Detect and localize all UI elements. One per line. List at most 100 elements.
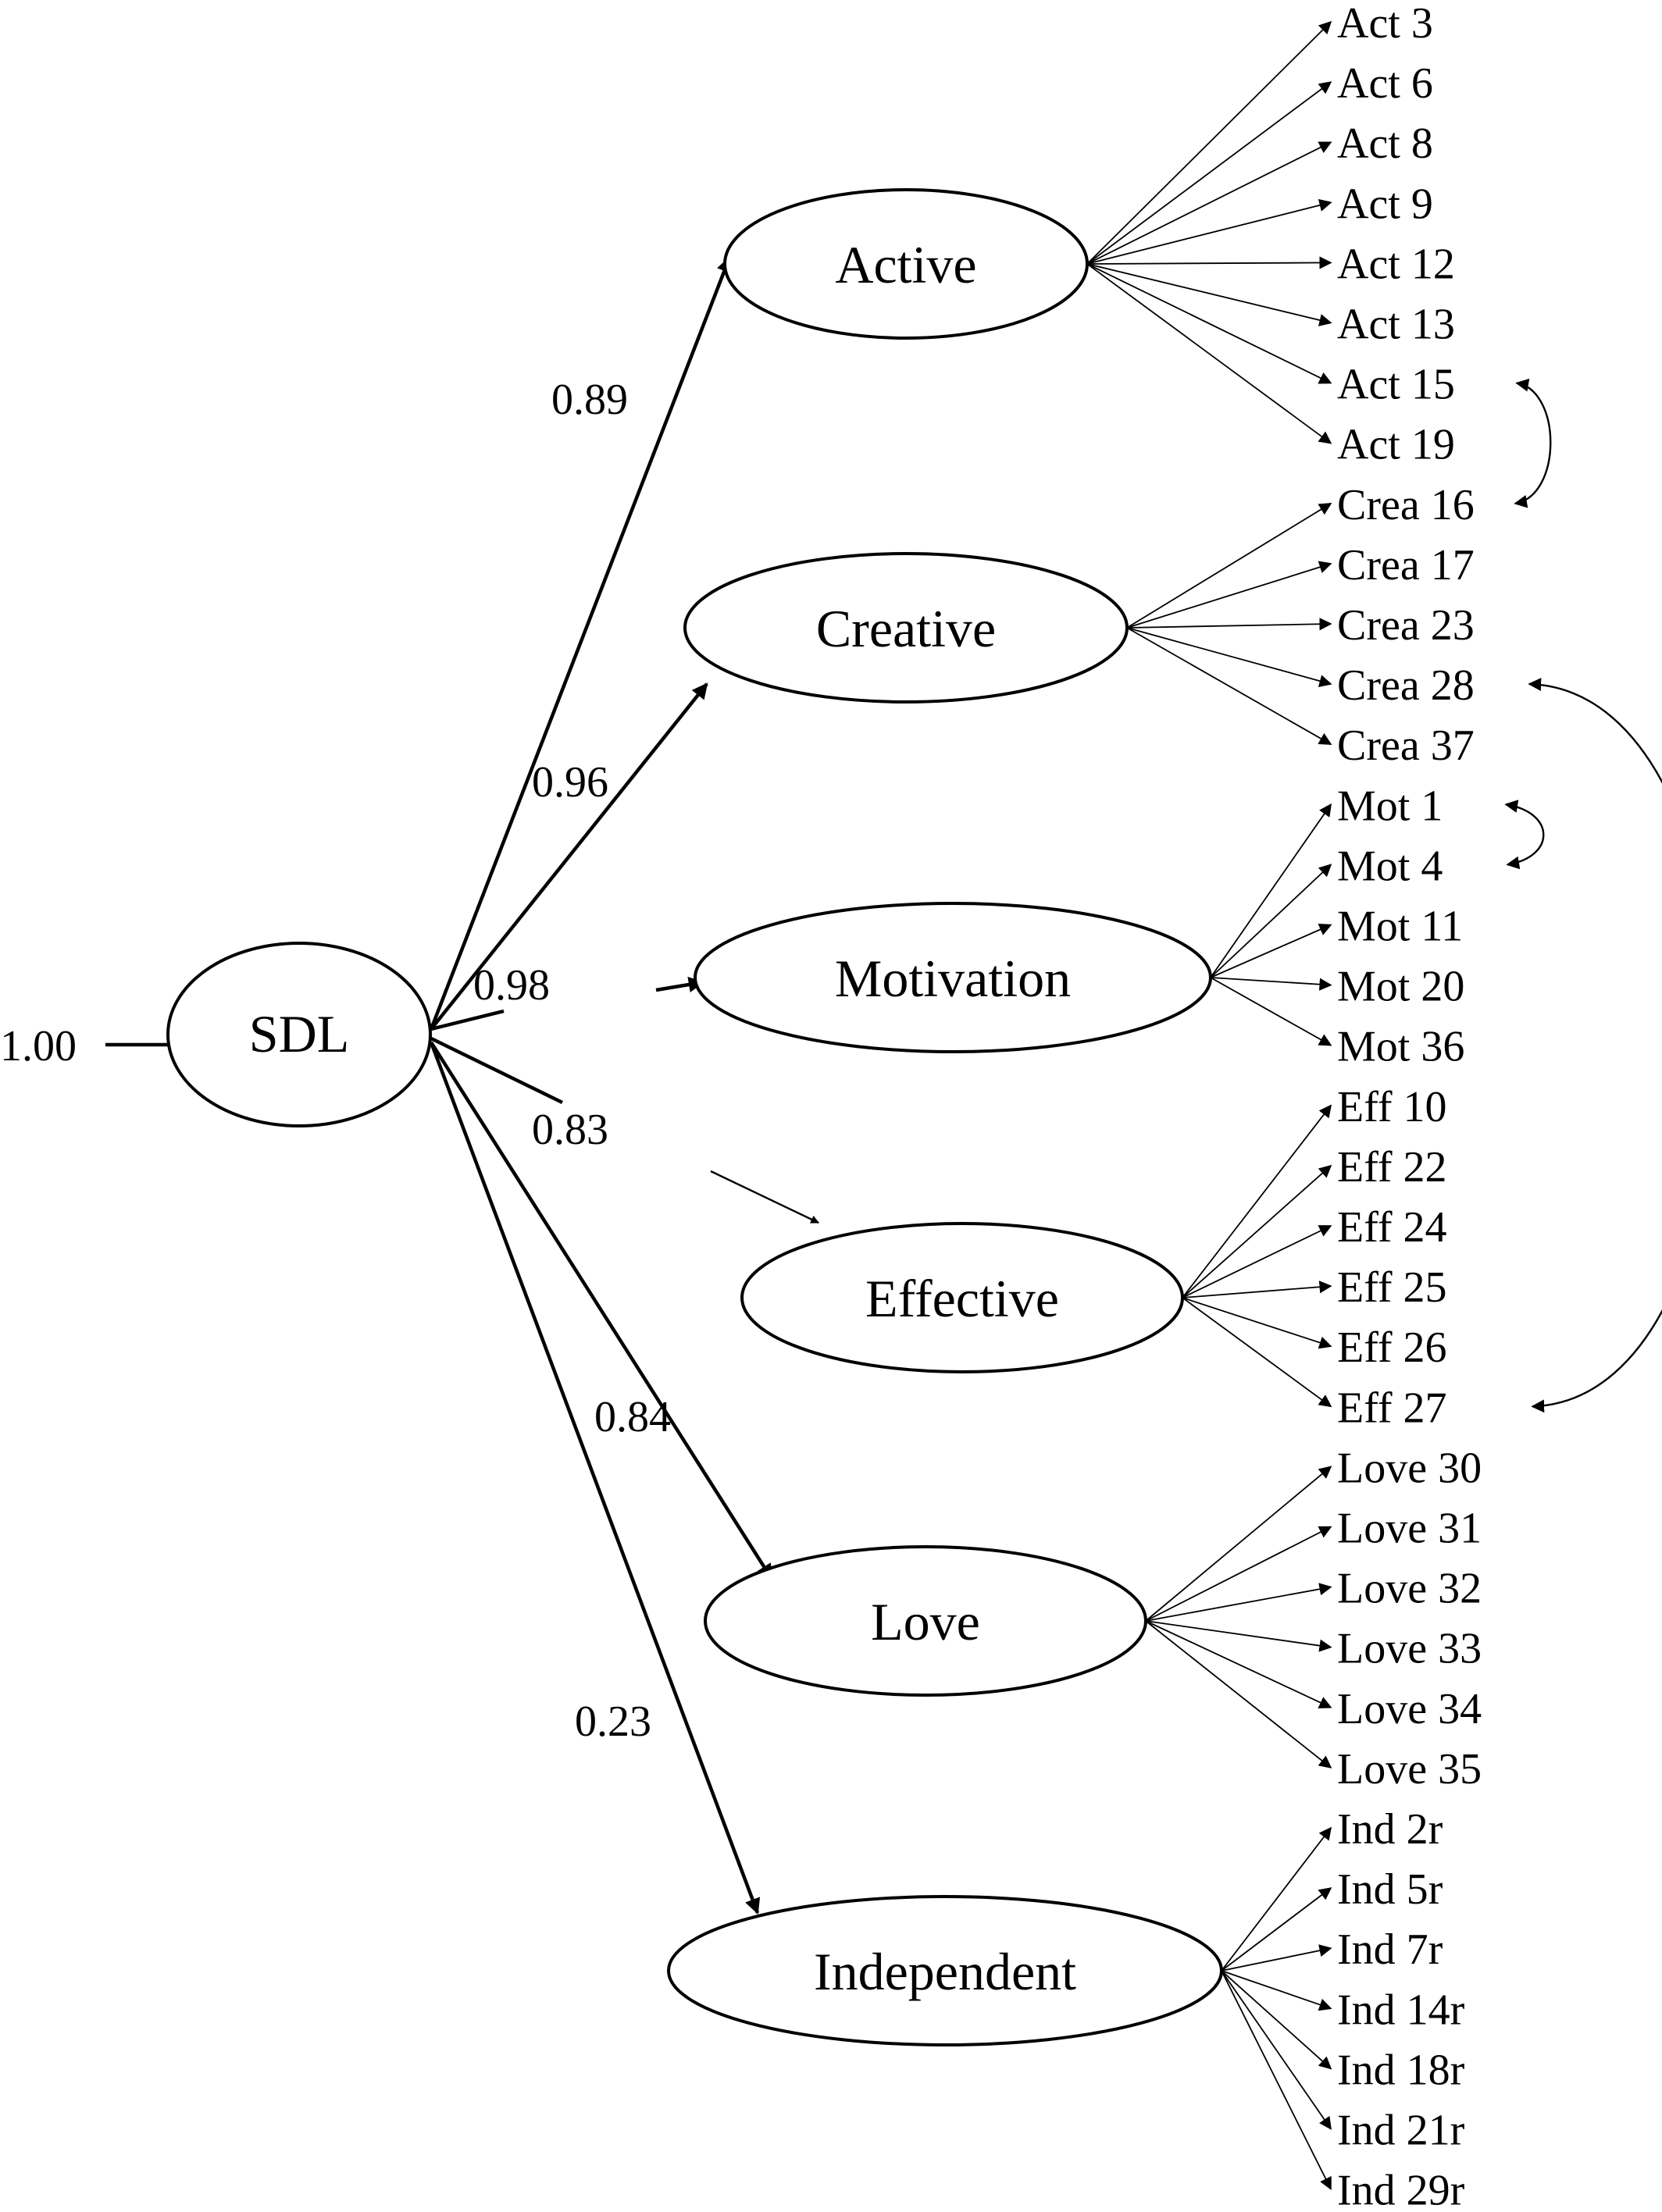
item-arrow-ind-21r xyxy=(1221,1970,1332,2130)
item-label-act-6: Act 6 xyxy=(1337,59,1433,108)
item-arrow-mot-11 xyxy=(1210,923,1332,978)
item-arrow-mot-4 xyxy=(1210,864,1332,978)
latent-variables xyxy=(166,188,1223,2046)
item-label-ind-5r: Ind 5r xyxy=(1337,1865,1443,1914)
factor-label-motivation: Motivation xyxy=(835,949,1071,1008)
loading-label-creative: 0.96 xyxy=(532,758,608,807)
loading-label-motivation: 0.98 xyxy=(473,961,550,1010)
item-label-act-15: Act 15 xyxy=(1337,361,1455,409)
item-label-love-33: Love 33 xyxy=(1337,1625,1482,1673)
factor-ellipse-independent xyxy=(667,1895,1223,2046)
item-label-love-32: Love 32 xyxy=(1337,1565,1482,1613)
item-label-mot-1: Mot 1 xyxy=(1337,782,1443,830)
item-arrow-love-31 xyxy=(1145,1526,1332,1622)
item-label-eff-22: Eff 22 xyxy=(1337,1143,1447,1191)
item-label-eff-24: Eff 24 xyxy=(1337,1203,1447,1252)
item-label-act-9: Act 9 xyxy=(1337,180,1433,228)
item-label-love-30: Love 30 xyxy=(1337,1444,1482,1492)
item-label-eff-10: Eff 10 xyxy=(1337,1083,1447,1131)
loading-label-independent: 0.23 xyxy=(575,1697,651,1746)
item-arrow-act-19 xyxy=(1086,263,1332,444)
root-latent-ellipse xyxy=(166,942,432,1127)
item-label-love-31: Love 31 xyxy=(1337,1505,1482,1553)
factor-label-effective: Effective xyxy=(865,1269,1059,1328)
loading-label-effective: 0.83 xyxy=(532,1106,608,1154)
item-label-mot-36: Mot 36 xyxy=(1337,1023,1464,1071)
item-label-crea-16: Crea 16 xyxy=(1337,481,1475,529)
item-arrow-act-15 xyxy=(1086,263,1332,384)
item-label-crea-23: Crea 23 xyxy=(1337,601,1475,650)
item-label-ind-7r: Ind 7r xyxy=(1337,1925,1443,1974)
loading-label-active: 0.89 xyxy=(551,376,628,424)
item-arrow-act-13 xyxy=(1086,263,1332,326)
loading-arrow-love xyxy=(430,1041,773,1580)
item-label-crea-28: Crea 28 xyxy=(1337,661,1475,710)
path-lines xyxy=(105,20,1662,2191)
covariance-act-15-crea-16 xyxy=(1514,378,1552,508)
item-label-ind-29r: Ind 29r xyxy=(1337,2167,1465,2212)
item-label-crea-37: Crea 37 xyxy=(1337,721,1475,770)
item-arrow-eff-24 xyxy=(1182,1225,1332,1298)
item-arrow-love-30 xyxy=(1145,1466,1332,1622)
factor-label-creative: Creative xyxy=(816,599,996,658)
item-arrow-crea-17 xyxy=(1126,561,1332,629)
item-label-eff-25: Eff 25 xyxy=(1337,1263,1447,1312)
item-arrow-act-12 xyxy=(1086,256,1332,269)
factor-ellipse-love xyxy=(704,1545,1147,1697)
covariance-mot-1-mot-4 xyxy=(1504,800,1545,870)
item-arrow-eff-22 xyxy=(1182,1164,1332,1298)
item-arrow-eff-10 xyxy=(1182,1104,1332,1298)
item-arrow-ind-14r xyxy=(1221,1970,1332,2011)
item-arrow-ind-5r xyxy=(1221,1887,1332,1972)
item-label-eff-27: Eff 27 xyxy=(1337,1384,1447,1432)
item-label-act-19: Act 19 xyxy=(1337,421,1455,469)
item-arrow-mot-20 xyxy=(1210,977,1332,991)
item-arrow-crea-16 xyxy=(1126,502,1332,629)
item-label-act-13: Act 13 xyxy=(1337,301,1455,349)
factor-label-active: Active xyxy=(835,235,976,294)
item-arrow-love-35 xyxy=(1145,1620,1332,1769)
factor-ellipse-active xyxy=(723,188,1089,340)
item-label-mot-20: Mot 20 xyxy=(1337,963,1464,1011)
factor-label-love: Love xyxy=(871,1592,980,1651)
loading-arrow-effective xyxy=(710,1170,819,1224)
item-label-mot-4: Mot 4 xyxy=(1337,842,1443,890)
item-label-love-35: Love 35 xyxy=(1337,1745,1482,1793)
factor-label-independent: Independent xyxy=(814,1942,1076,2001)
loading-label-love: 0.84 xyxy=(594,1393,671,1441)
loading-arrow-independent xyxy=(429,1042,761,1915)
item-arrow-crea-37 xyxy=(1126,627,1332,746)
loading-line-motivation-stub xyxy=(430,1009,505,1031)
item-arrow-crea-28 xyxy=(1126,627,1332,688)
root-latent-label: SDL xyxy=(249,1004,349,1063)
item-label-mot-11: Mot 11 xyxy=(1337,903,1463,951)
factor-ellipse-effective xyxy=(740,1222,1184,1373)
item-label-act-3: Act 3 xyxy=(1337,0,1433,48)
item-arrow-act-9 xyxy=(1086,199,1332,265)
root-variance-label: 1.00 xyxy=(0,1022,77,1070)
item-label-ind-21r: Ind 21r xyxy=(1337,2107,1465,2155)
loading-line-effective-stub xyxy=(430,1036,563,1105)
item-arrow-love-34 xyxy=(1145,1620,1332,1708)
item-arrow-act-6 xyxy=(1086,81,1332,265)
item-arrow-ind-7r xyxy=(1221,1944,1332,1972)
item-arrow-mot-36 xyxy=(1210,977,1332,1046)
factor-ellipse-motivation xyxy=(694,902,1212,1053)
factor-ellipse-creative xyxy=(683,552,1129,703)
item-arrow-love-33 xyxy=(1145,1620,1332,1652)
item-arrow-eff-26 xyxy=(1182,1297,1332,1349)
loading-arrow-creative xyxy=(430,682,708,1031)
item-arrow-eff-25 xyxy=(1182,1281,1332,1298)
item-label-ind-18r: Ind 18r xyxy=(1337,2046,1465,2094)
item-label-crea-17: Crea 17 xyxy=(1337,541,1475,590)
item-arrow-act-8 xyxy=(1086,141,1332,265)
covariance-crea-28-eff-27 xyxy=(1528,678,1662,1413)
item-arrow-eff-27 xyxy=(1182,1297,1332,1408)
item-arrow-ind-18r xyxy=(1221,1970,1332,2070)
item-label-eff-26: Eff 26 xyxy=(1337,1323,1447,1372)
item-label-love-34: Love 34 xyxy=(1337,1685,1482,1733)
item-arrow-ind-29r xyxy=(1221,1970,1332,2191)
loading-arrow-active xyxy=(429,256,732,1030)
